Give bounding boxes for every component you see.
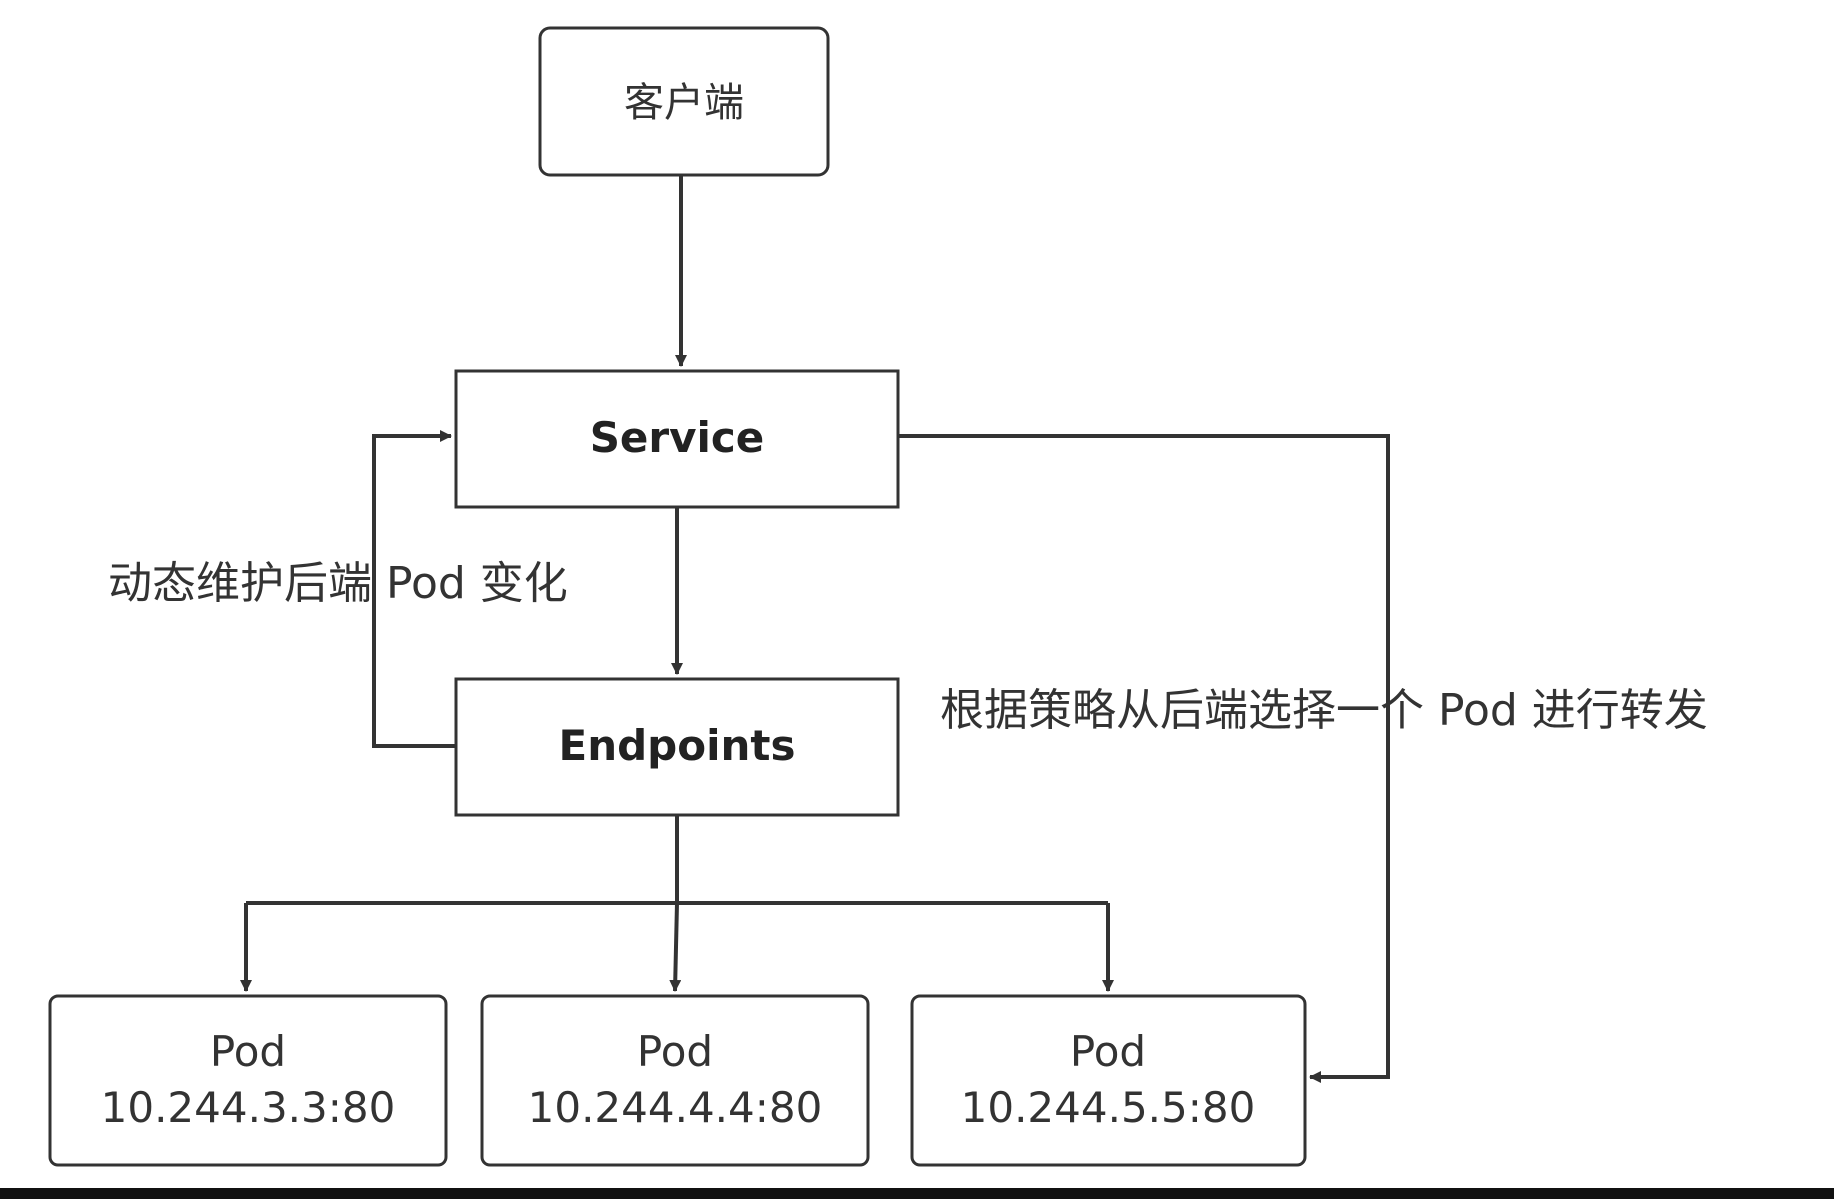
pod-node-3: Pod 10.244.5.5:80 xyxy=(910,994,1307,1167)
pod-name: Pod xyxy=(1070,1027,1146,1076)
pod-node-2: Pod 10.244.4.4:80 xyxy=(480,994,870,1167)
pod-box xyxy=(480,994,870,1167)
pod-node-1: Pod 10.244.3.3:80 xyxy=(48,994,448,1167)
pod-box xyxy=(910,994,1307,1167)
service-to-pod-3-arrow xyxy=(898,434,1390,1083)
pod-name: Pod xyxy=(637,1027,713,1076)
endpoints-box xyxy=(454,677,900,817)
pod-address: 10.244.5.5:80 xyxy=(961,1083,1256,1132)
endpoints-to-pod-2-arrow xyxy=(669,902,682,992)
pod-address: 10.244.4.4:80 xyxy=(528,1083,823,1132)
pod-address: 10.244.3.3:80 xyxy=(101,1083,396,1132)
client-node: 客户端 xyxy=(538,26,830,177)
client-label: 客户端 xyxy=(624,80,744,126)
endpoints-node: Endpoints xyxy=(454,677,900,817)
service-node: Service xyxy=(454,369,900,509)
endpoints-to-service-edge-label: 动态维护后端 Pod 变化 xyxy=(108,558,568,609)
service-box xyxy=(454,369,900,509)
client-box xyxy=(538,26,830,177)
endpoints-label: Endpoints xyxy=(559,721,796,770)
pod-name: Pod xyxy=(210,1027,286,1076)
service-label: Service xyxy=(590,413,765,462)
service-to-pod-edge-label: 根据策略从后端选择一个 Pod 进行转发 xyxy=(940,685,1708,736)
bottom-border-bar xyxy=(0,1188,1834,1199)
endpoints-to-service-arrow xyxy=(372,430,456,748)
pod-box xyxy=(48,994,448,1167)
